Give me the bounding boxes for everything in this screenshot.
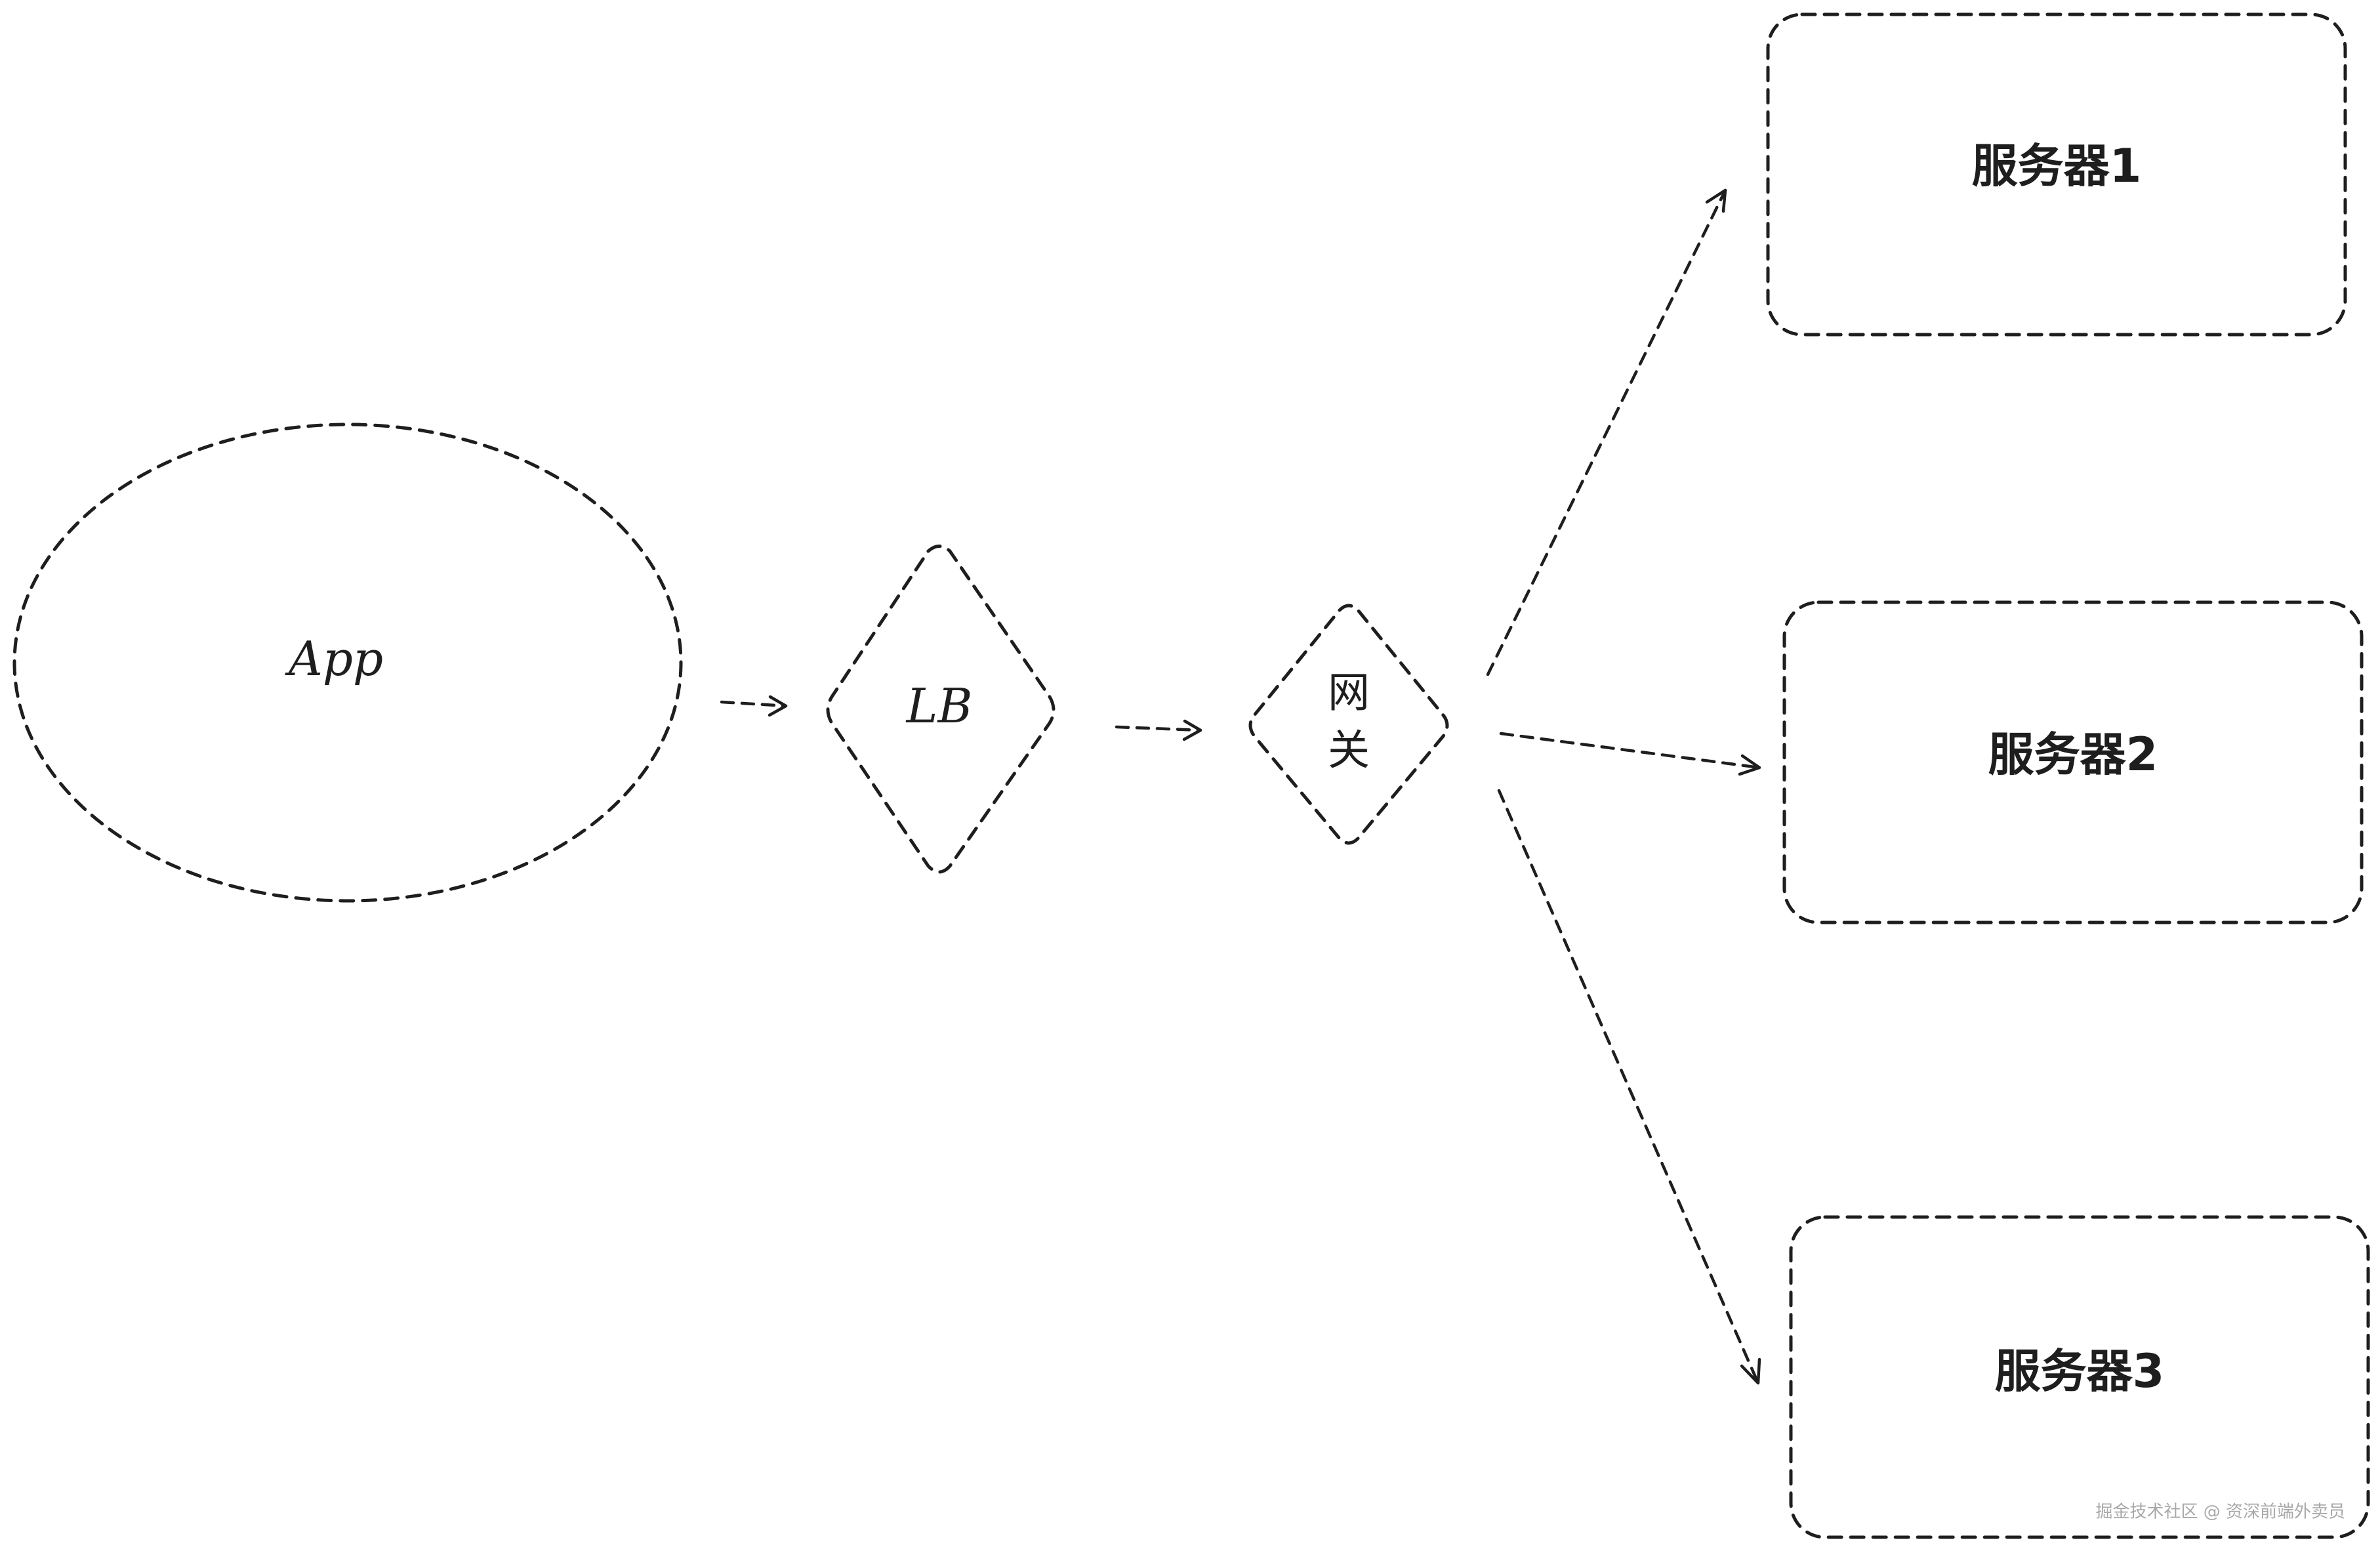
server1-node: 服务器1 xyxy=(1766,12,2347,337)
arrowhead xyxy=(768,695,788,717)
server1-label: 服务器1 xyxy=(1972,139,2142,193)
edge-gateway-server1 xyxy=(1486,188,1727,676)
arrowhead xyxy=(1740,1357,1761,1385)
edge-gateway-server3 xyxy=(1497,789,1761,1385)
edge-lb-gateway xyxy=(1115,719,1202,741)
server2-node: 服务器2 xyxy=(1782,600,2364,924)
server2-box xyxy=(1782,600,2364,924)
server3-label: 服务器3 xyxy=(1995,1344,2165,1398)
gateway-diamond xyxy=(1248,604,1449,845)
server1-box xyxy=(1766,12,2347,337)
server3-node: 服务器3 xyxy=(1789,1215,2370,1539)
arrowhead xyxy=(1182,719,1202,741)
app-label: App xyxy=(285,631,383,686)
server3-box xyxy=(1789,1215,2370,1539)
app-ellipse xyxy=(12,423,683,903)
edge-gateway-server2 xyxy=(1499,732,1761,776)
server2-label: 服务器2 xyxy=(1988,728,2158,781)
arrowhead xyxy=(1738,754,1761,776)
gateway-label-line1: 网 xyxy=(1328,669,1370,718)
app-node: App xyxy=(12,423,683,903)
gateway-node: 网 关 xyxy=(1248,604,1449,845)
arrowhead xyxy=(1705,188,1727,213)
watermark-text: 掘金技术社区 @ 资深前端外卖员 xyxy=(2095,1502,2345,1522)
lb-node: LB xyxy=(826,545,1056,874)
gateway-label-line2: 关 xyxy=(1328,727,1370,776)
edge-app-lb xyxy=(720,695,788,717)
lb-diamond xyxy=(826,545,1056,874)
lb-label: LB xyxy=(905,678,973,734)
